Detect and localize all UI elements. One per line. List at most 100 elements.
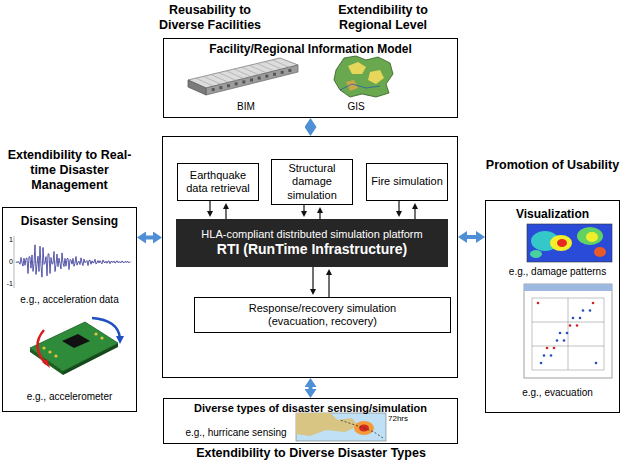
box-text: HLA-compliant distributed simulation pla… bbox=[201, 228, 422, 241]
bim-model bbox=[257, 64, 275, 72]
bim-model bbox=[273, 73, 276, 76]
bim-model bbox=[281, 71, 284, 74]
bim-model bbox=[203, 76, 221, 84]
evacuation-screen bbox=[572, 317, 575, 320]
accelerometer-picture bbox=[92, 318, 120, 338]
data-arrow bbox=[319, 209, 320, 219]
bim-model bbox=[288, 69, 291, 72]
platform-box: Earthquake data retrieval Structural dama… bbox=[162, 136, 458, 378]
accelerometer-picture bbox=[42, 346, 45, 349]
bim-model bbox=[188, 80, 206, 95]
evacuation-screen bbox=[582, 309, 585, 312]
evacuation-screen bbox=[559, 332, 562, 335]
bim-model bbox=[242, 67, 260, 75]
evacuation-screen bbox=[537, 302, 540, 305]
accelerometer-picture bbox=[48, 350, 51, 353]
data-arrow bbox=[414, 205, 415, 219]
rti-bar: HLA-compliant distributed simulation pla… bbox=[176, 219, 448, 267]
data-arrow bbox=[398, 201, 399, 215]
sensing-box: Disaster Sensing e.g., acceleration data e… bbox=[2, 207, 137, 412]
damage-pattern-map bbox=[594, 247, 606, 257]
box-heading: Facility/Regional Information Model bbox=[164, 42, 457, 56]
evacuation-screen bbox=[579, 317, 582, 320]
bim-model bbox=[265, 62, 283, 70]
process-box: Fire simulation bbox=[366, 163, 448, 201]
bim-model bbox=[265, 75, 268, 78]
box-text: Structural damage simulation bbox=[274, 162, 350, 202]
accelerometer-picture bbox=[54, 354, 57, 357]
bim-model bbox=[211, 75, 229, 83]
process-box: Structural damage simulation bbox=[271, 159, 353, 205]
box-text: Response/recovery simulation (evacuation… bbox=[238, 302, 408, 328]
damage-pattern-map bbox=[527, 224, 612, 262]
bim-model bbox=[219, 86, 222, 89]
gis-map bbox=[340, 84, 380, 90]
disaster-types-box: Diverse types of disaster sensing/simula… bbox=[163, 398, 458, 444]
hurricane-map bbox=[296, 413, 358, 436]
process-box: Response/recovery simulation (evacuation… bbox=[194, 297, 451, 333]
accelerometer-picture bbox=[30, 322, 118, 371]
visualization-box: Visualization e.g., damage patterns e.g., … bbox=[485, 200, 620, 413]
bim-model bbox=[249, 65, 267, 73]
damage-pattern-map bbox=[527, 224, 612, 262]
hurricane-map bbox=[340, 420, 383, 438]
bim-model bbox=[250, 79, 253, 82]
feature-caption: Extendibility to Diverse Disaster Types bbox=[100, 446, 522, 461]
box-text: Earthquake data retrieval bbox=[180, 169, 256, 195]
bim-model bbox=[272, 60, 290, 68]
process-box: Earthquake data retrieval bbox=[177, 163, 259, 201]
evacuation-screen bbox=[592, 302, 595, 305]
bim-model bbox=[188, 58, 298, 95]
evacuation-screen bbox=[595, 362, 598, 365]
hurricane-map bbox=[296, 413, 386, 441]
info-model-box: Facility/Regional Information ModelBIM GI… bbox=[163, 38, 458, 118]
box-text: e.g., accelerometer bbox=[3, 391, 136, 403]
evacuation-screen bbox=[563, 339, 566, 342]
link-arrow bbox=[309, 123, 313, 131]
damage-pattern-map bbox=[577, 227, 603, 245]
box-text: e.g., acceleration data bbox=[3, 294, 136, 306]
evacuation-screen bbox=[532, 298, 604, 370]
evacuation-screen bbox=[540, 362, 543, 365]
box-heading: Visualization bbox=[486, 207, 619, 221]
damage-pattern-map bbox=[550, 235, 572, 251]
gis-map bbox=[368, 70, 384, 84]
data-arrow bbox=[209, 201, 210, 215]
gis-map bbox=[334, 56, 393, 97]
bim-model bbox=[219, 73, 237, 81]
box-text: RTI (RunTime Infrastructure) bbox=[217, 241, 407, 258]
box-text: GIS bbox=[336, 101, 376, 113]
damage-pattern-map bbox=[530, 250, 542, 258]
accelerometer-picture bbox=[94, 332, 97, 335]
feature-caption: Reusability to Diverse Facilities bbox=[150, 3, 270, 33]
bim-model bbox=[226, 71, 244, 79]
evacuation-screen bbox=[524, 284, 612, 378]
feature-caption: Promotion of Usability bbox=[485, 158, 620, 173]
data-arrow bbox=[328, 271, 329, 297]
box-heading: Diverse types of disaster sensing/simula… bbox=[164, 402, 457, 415]
acceleration-plot bbox=[14, 236, 132, 288]
box-heading: Disaster Sensing bbox=[3, 214, 136, 228]
accelerometer-picture bbox=[62, 334, 90, 348]
accelerometer-picture bbox=[100, 336, 103, 339]
axis-tick: 1 bbox=[3, 236, 13, 244]
damage-pattern-map bbox=[557, 239, 567, 247]
box-text: e.g., hurricane sensing bbox=[176, 427, 296, 439]
evacuation-screen bbox=[524, 284, 612, 291]
data-arrow bbox=[312, 267, 313, 293]
box-text: BIM bbox=[226, 101, 266, 113]
bim-model bbox=[212, 88, 215, 91]
gis-map bbox=[334, 56, 393, 97]
bim-model bbox=[258, 77, 261, 80]
accelerometer-picture bbox=[116, 336, 124, 344]
accelerometer-picture bbox=[42, 359, 50, 368]
accelerometer-picture bbox=[37, 330, 46, 364]
data-arrow bbox=[225, 205, 226, 219]
evacuation-screen bbox=[550, 354, 553, 357]
data-arrow bbox=[303, 205, 304, 215]
box-text: e.g., evacuation bbox=[496, 387, 619, 399]
link-arrow bbox=[309, 383, 313, 393]
evacuation-screen bbox=[566, 332, 569, 335]
box-text: e.g., damage patterns bbox=[496, 266, 619, 278]
damage-pattern-map bbox=[586, 232, 598, 242]
